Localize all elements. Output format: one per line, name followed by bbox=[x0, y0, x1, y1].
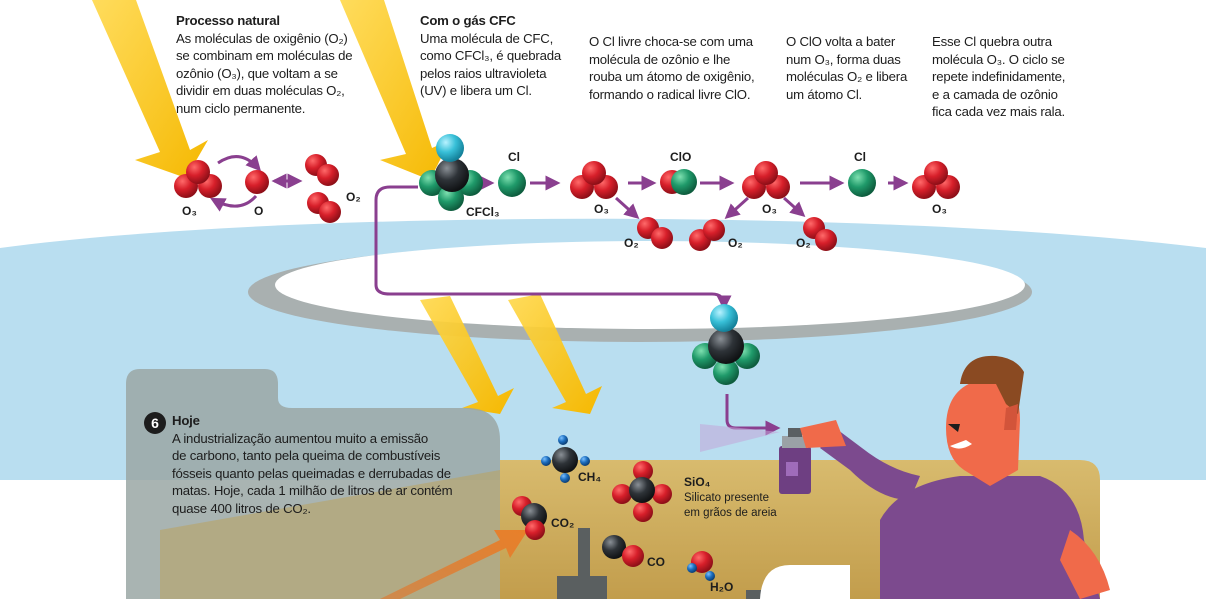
molecule-o3-b bbox=[570, 161, 618, 199]
caption-hoje-title: Hoje bbox=[172, 413, 200, 428]
caption-line: molécula O₃. O ciclo se bbox=[932, 51, 1065, 67]
label-cl-release: Cl bbox=[854, 150, 866, 164]
caption-cfc: Com o gás CFC Uma molécula de CFC, como … bbox=[420, 12, 580, 100]
molecule-o3-c bbox=[742, 161, 790, 199]
caption-cfc-title: Com o gás CFC bbox=[420, 13, 516, 28]
label-clo: ClO bbox=[670, 150, 692, 164]
molecule-co bbox=[602, 535, 644, 567]
label-o2-natural: O₂ bbox=[346, 190, 361, 204]
ground-shade bbox=[160, 470, 500, 599]
caption-line: moléculas O₂ e libera bbox=[786, 69, 908, 84]
caption-line: A industrialização aumentou muito a emis… bbox=[172, 430, 429, 446]
caption-line: se combinam em moléculas de bbox=[176, 48, 353, 63]
label-sio4-desc-2: em grãos de areia bbox=[684, 507, 777, 519]
molecule-o3-d bbox=[912, 161, 960, 199]
molecule-o2-b bbox=[637, 217, 673, 249]
caption-line: pelos raios ultravioleta bbox=[420, 65, 547, 81]
label-cfcl3: CFCl₃ bbox=[466, 205, 500, 219]
label-cl-free: Cl bbox=[508, 150, 520, 164]
molecule-cfcl3 bbox=[419, 134, 483, 211]
caption-line: Esse Cl quebra outra bbox=[932, 34, 1052, 49]
caption-line: formando o radical livre ClO. bbox=[589, 86, 751, 102]
ozone-hole bbox=[248, 241, 1032, 342]
caption-natural-title: Processo natural bbox=[176, 13, 280, 28]
label-o3-d: O₃ bbox=[932, 202, 947, 216]
label-o2-c: O₂ bbox=[728, 236, 743, 250]
molecule-o2-c bbox=[689, 219, 725, 251]
molecule-o2-d bbox=[803, 217, 837, 251]
label-o3-b: O₃ bbox=[594, 202, 609, 216]
cloud-shape bbox=[760, 565, 850, 599]
label-co: CO bbox=[647, 555, 665, 569]
caption-line: Uma molécula de CFC, bbox=[420, 30, 554, 46]
caption-line: quase 400 litros de CO₂. bbox=[172, 500, 311, 516]
reaction-arrows bbox=[210, 155, 909, 436]
caption-hoje: Hoje A industrialização aumentou muito a… bbox=[172, 412, 472, 517]
caption-line: As moléculas de oxigênio (O₂) bbox=[176, 30, 348, 46]
caption-line: como CFCl₃, é quebrada bbox=[420, 48, 561, 63]
caption-line: ozônio (O₃), que voltam a se bbox=[176, 65, 338, 81]
caption-line: um átomo Cl. bbox=[786, 86, 863, 102]
step-number-badge: 6 bbox=[144, 412, 166, 434]
caption-line: molécula de ozônio e lhe bbox=[589, 51, 731, 67]
caption-line: de carbono, tanto pela queima de combust… bbox=[172, 448, 441, 463]
caption-line: matas. Hoje, cada 1 milhão de litros de … bbox=[172, 483, 453, 498]
label-sio4: SiO₄ bbox=[684, 475, 711, 489]
molecule-h2o bbox=[687, 551, 715, 581]
caption-line: O ClO volta a bater bbox=[786, 34, 896, 49]
caption-line: rouba um átomo de oxigênio, bbox=[589, 69, 755, 84]
caption-line: dividir em duas moléculas O₂, bbox=[176, 83, 345, 98]
caption-line: O Cl livre choca-se com uma bbox=[589, 34, 753, 49]
label-ch4: CH₄ bbox=[578, 470, 602, 484]
molecule-sio4 bbox=[612, 461, 672, 522]
label-o2-d: O₂ bbox=[796, 236, 811, 250]
caption-line: fica cada vez mais rala. bbox=[932, 104, 1065, 119]
caption-cycle: Esse Cl quebra outra molécula O₃. O cicl… bbox=[932, 33, 1092, 121]
caption-line: num ciclo permanente. bbox=[176, 100, 306, 116]
uv-rays bbox=[92, 0, 602, 414]
molecule-ch4 bbox=[541, 435, 590, 483]
caption-line: fósseis quanto pelas queimadas e derruba… bbox=[172, 465, 451, 481]
molecule-co2 bbox=[512, 496, 547, 540]
label-h2o: H₂O bbox=[710, 580, 734, 594]
caption-cl-free: O Cl livre choca-se com uma molécula de … bbox=[589, 33, 779, 103]
man-illustration bbox=[800, 355, 1110, 599]
caption-line: e a camada de ozônio bbox=[932, 86, 1058, 102]
emission-arrow bbox=[380, 530, 528, 599]
molecule-clo bbox=[660, 169, 697, 195]
spray-can bbox=[700, 424, 811, 494]
label-o2-b: O₂ bbox=[624, 236, 639, 250]
label-o3-natural: O₃ bbox=[182, 204, 197, 218]
caption-line: (UV) e libera um Cl. bbox=[420, 83, 532, 98]
label-sio4-desc-1: Silicato presente bbox=[684, 492, 770, 504]
caption-natural: Processo natural As moléculas de oxigêni… bbox=[176, 12, 376, 117]
atom-cl-release bbox=[848, 169, 876, 197]
label-co2: CO₂ bbox=[551, 516, 575, 530]
molecule-o3-natural bbox=[174, 160, 222, 198]
label-o: O bbox=[254, 204, 264, 218]
molecule-cfc-lower bbox=[692, 304, 760, 385]
label-o3-c: O₃ bbox=[762, 202, 777, 216]
caption-clo: O ClO volta a bater num O₃, forma duas m… bbox=[786, 33, 926, 103]
caption-line: repete indefinidamente, bbox=[932, 69, 1066, 84]
caption-line: num O₃, forma duas bbox=[786, 51, 901, 67]
atom-cl-free bbox=[498, 169, 526, 197]
molecule-o2-pair bbox=[305, 154, 341, 223]
atom-o bbox=[245, 170, 269, 194]
